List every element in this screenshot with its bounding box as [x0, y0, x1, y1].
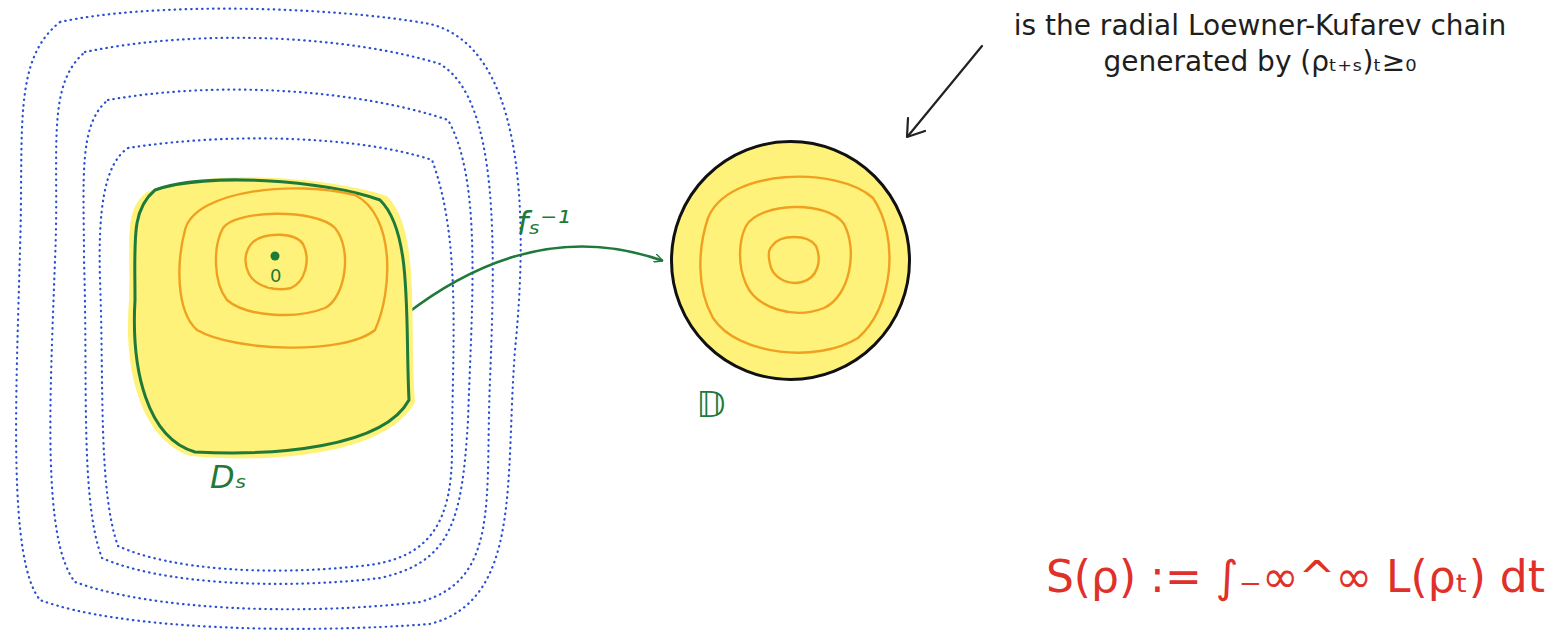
- dotted-contour: [16, 9, 521, 629]
- orange-curve: [179, 188, 387, 347]
- map-label: fₛ⁻¹: [517, 204, 570, 242]
- orange-curve: [216, 214, 345, 315]
- leader-arrowhead: [907, 118, 925, 137]
- domain-region: Dₛ: [125, 170, 415, 460]
- region-label: 𝔻: [696, 384, 725, 425]
- orange-curve: [740, 207, 851, 313]
- region-outline: [125, 170, 415, 460]
- orange-curves: [700, 177, 889, 353]
- disk-boundary: [672, 142, 910, 380]
- dotted-contour: [100, 138, 454, 570]
- orange-curve: [246, 235, 307, 290]
- yellow-fill: [673, 143, 909, 379]
- region-outline: [668, 138, 913, 383]
- yellow-fill: [128, 177, 415, 458]
- dotted-contour: [84, 90, 473, 584]
- unit-disk: 𝔻: [668, 138, 913, 383]
- origin-dot: [271, 252, 280, 261]
- origin-label: 0: [268, 264, 283, 287]
- region-label: Dₛ: [210, 458, 247, 496]
- domain-boundary: [134, 180, 409, 453]
- leader-line: [908, 46, 982, 136]
- orange-curve: [700, 177, 889, 353]
- annotation: is the radial Loewner-Kufarev chain gene…: [990, 8, 1530, 81]
- orange-curves: [179, 188, 387, 347]
- action-formula: S(ρ) := ∫₋∞^∞ L(ρₜ) dt: [1046, 548, 1545, 605]
- orange-curve: [769, 237, 819, 283]
- dotted-contour: [50, 38, 492, 609]
- map-arrow: [405, 246, 662, 315]
